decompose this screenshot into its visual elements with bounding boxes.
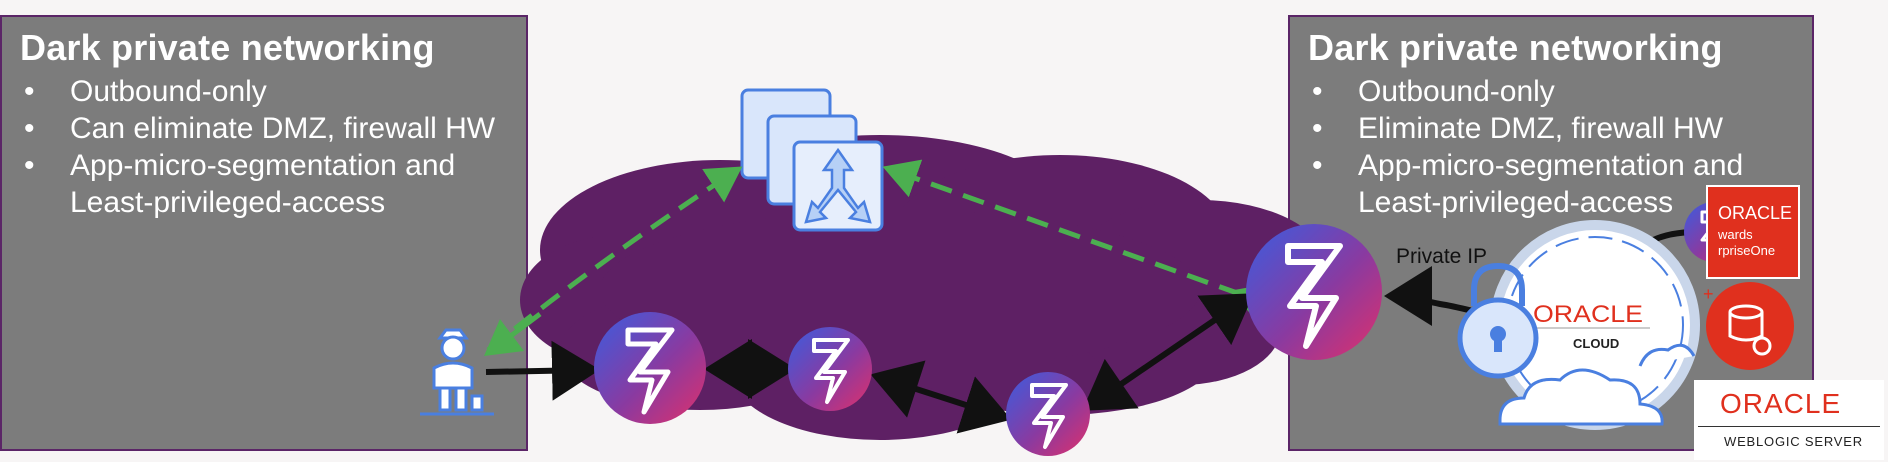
- arrow-router3-router4: [1082, 293, 1254, 411]
- arrow-router2-router3: [870, 360, 1012, 434]
- dashed-arrow-to-controller-right: [882, 159, 1271, 322]
- oracle-database-icon: [1706, 282, 1794, 370]
- left-bullet-item: •Can eliminate DMZ, firewall HW: [24, 112, 496, 145]
- right-bullet-item: •Eliminate DMZ, firewall HW: [1312, 112, 1724, 145]
- split-arrows-icon: [804, 147, 872, 224]
- left-info-panel: Dark private networking •Outbound-only •…: [0, 15, 528, 451]
- lock-icon: [1457, 262, 1539, 379]
- left-bullet-list: •Outbound-only •Can eliminate DMZ, firew…: [20, 73, 495, 221]
- jd-edwards-enterpriseone-tile: ORACLE wards rpriseOne: [1706, 185, 1800, 279]
- oracle-cloud-brand: ORACLE: [1533, 301, 1643, 328]
- left-panel-title: Dark private networking: [20, 27, 435, 68]
- user-icon: [420, 328, 494, 416]
- dashed-arrow-from-user: [484, 312, 542, 356]
- left-bullet-item: •Outbound-only: [24, 75, 267, 108]
- ziti-router-2: [788, 327, 872, 411]
- arrow-user-to-router1: [485, 340, 600, 401]
- right-bullet-list: •Outbound-only •Eliminate DMZ, firewall …: [1308, 73, 1743, 221]
- oracle-cloud-sub: CLOUD: [1573, 336, 1619, 351]
- right-panel-title: Dark private networking: [1308, 27, 1723, 68]
- ziti-router-1: [594, 312, 706, 424]
- controller-icon-stack: [740, 88, 884, 232]
- right-bullet-item: •Outbound-only: [1312, 75, 1555, 108]
- oracle-weblogic-server-logo: ORACLE WEBLOGIC SERVER: [1694, 380, 1884, 460]
- ziti-router-3: [1006, 372, 1090, 456]
- private-ip-label: Private IP: [1396, 245, 1488, 268]
- plus-sign: +: [1703, 284, 1714, 304]
- ziti-router-4: [1246, 224, 1382, 360]
- oracle-cloud-graphic: ORACLE CLOUD: [1490, 220, 1700, 430]
